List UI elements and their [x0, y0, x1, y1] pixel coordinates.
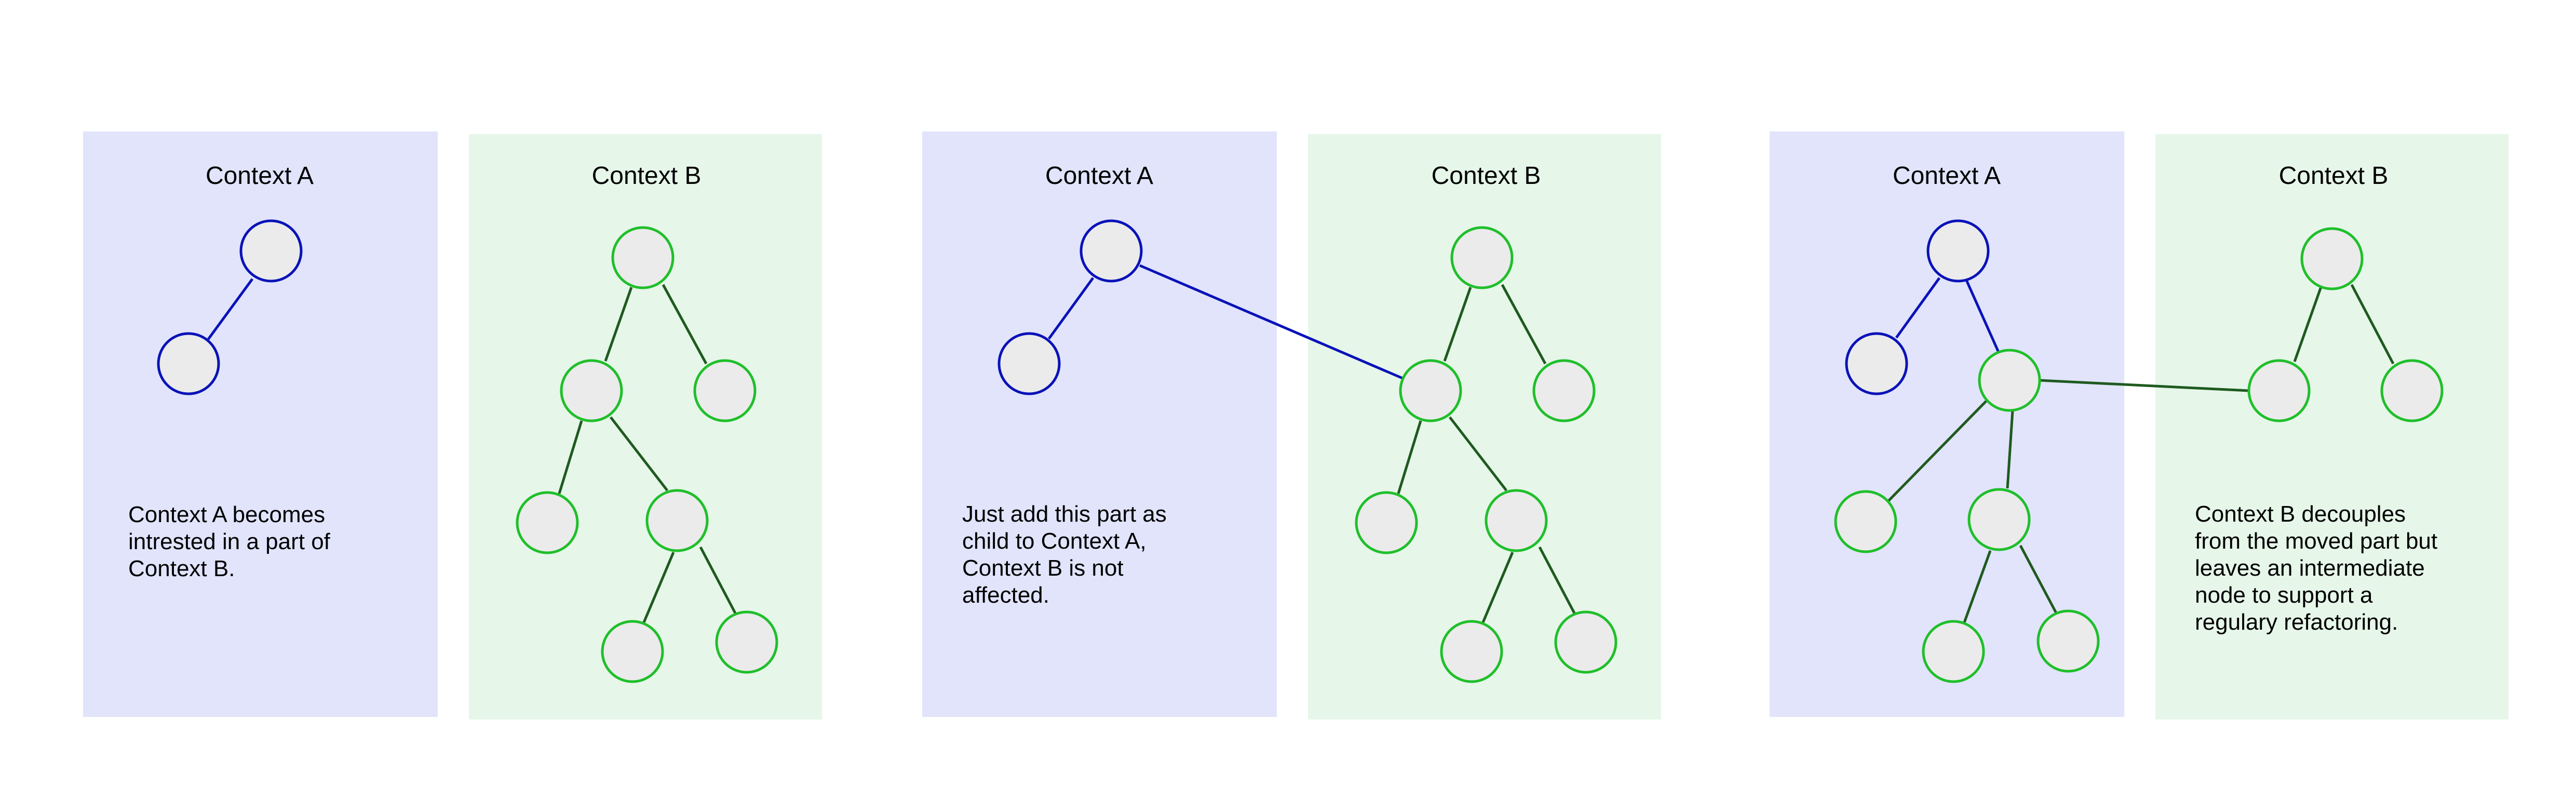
edge-b: [1501, 284, 1547, 365]
description-line: Context B decouples: [2195, 501, 2406, 527]
description-line: intrested in a part of: [128, 529, 331, 554]
edge-b: [1481, 552, 1514, 623]
edge-b: [1449, 416, 1507, 491]
context-a-description: Context A becomes intrested in a part of…: [128, 502, 336, 581]
context-b-title: Context B: [592, 162, 702, 190]
tree-node: [997, 332, 1061, 395]
edge-b: [699, 546, 737, 615]
tree-node: [601, 620, 664, 683]
description-line: Just add this part as: [962, 501, 1167, 527]
edge-b: [1538, 546, 1576, 615]
context-b-description: Context B decouples from the moved part …: [2195, 501, 2444, 635]
description-line: from the moved part but: [2195, 528, 2437, 554]
stage-2: Context A Context B Just add this part a…: [922, 131, 1661, 720]
intermediate-node: [2247, 359, 2311, 422]
stage-3: Context A Context B Context B decouples …: [1770, 131, 2508, 720]
edge-b: [2006, 410, 2014, 489]
edge-b: [1887, 398, 1989, 502]
tree-node: [157, 332, 220, 395]
tree-node: [2380, 359, 2444, 422]
edge-b: [2293, 286, 2323, 362]
edge-b: [604, 287, 633, 362]
description-line: regulary refactoring.: [2195, 609, 2398, 635]
edge-a: [1047, 277, 1095, 340]
tree-node: [693, 359, 757, 422]
description-line: node to support a: [2195, 582, 2373, 608]
edge-a: [1895, 277, 1941, 339]
context-a-title: Context A: [1893, 162, 2001, 190]
tree-node: [1554, 610, 1617, 674]
tree-node: [1485, 489, 1548, 552]
tree-node: [516, 491, 579, 554]
intermediate-link: [2039, 379, 2249, 392]
context-a-description: Just add this part as child to Context A…: [962, 501, 1173, 608]
edge-b: [1443, 287, 1472, 362]
description-line: Context B is not: [962, 555, 1124, 581]
tree-node: [1440, 620, 1503, 683]
edge-b: [558, 420, 583, 494]
context-a-box: [922, 131, 1277, 717]
tree-node: [2300, 227, 2364, 290]
description-line: Context B.: [128, 556, 235, 581]
tree-node: [239, 219, 303, 283]
tree-node: [560, 359, 623, 422]
description-line: Context A becomes: [128, 502, 325, 527]
tree-node: [1922, 620, 1985, 683]
tree-node: [611, 226, 675, 289]
context-a-box: [83, 131, 438, 717]
tree-node: [645, 489, 709, 552]
cross-context-link: [1139, 264, 1403, 380]
edge-b: [610, 416, 668, 491]
tree-node: [1845, 332, 1908, 395]
tree-node: [1355, 491, 1418, 554]
edge-b: [662, 284, 708, 365]
moved-node: [1399, 359, 1462, 422]
context-b-title: Context B: [2279, 162, 2389, 190]
edge-a: [207, 278, 254, 340]
edge-b: [2350, 284, 2395, 365]
context-a-title: Context A: [206, 162, 314, 190]
description-line: leaves an intermediate: [2195, 555, 2425, 581]
edge-a: [1964, 278, 2000, 353]
tree-node: [1450, 226, 1514, 289]
tree-node: [715, 610, 778, 674]
tree-node: [1080, 219, 1143, 283]
tree-node: [1834, 490, 1897, 553]
stage-1: Context A Context B Context A becomes in…: [83, 131, 822, 720]
tree-node: [1532, 359, 1596, 422]
context-b-title: Context B: [1432, 162, 1541, 190]
moved-node: [1978, 349, 2041, 412]
tree-node: [1926, 219, 1990, 283]
edge-b: [2019, 544, 2058, 614]
description-line: child to Context A,: [962, 528, 1147, 554]
description-line: affected.: [962, 582, 1049, 608]
tree-node: [2036, 609, 2100, 673]
edge-b: [1963, 550, 1992, 623]
edge-b: [1397, 420, 1422, 494]
tree-node: [1967, 488, 2031, 551]
edge-b: [642, 552, 675, 623]
context-a-title: Context A: [1045, 162, 1153, 190]
